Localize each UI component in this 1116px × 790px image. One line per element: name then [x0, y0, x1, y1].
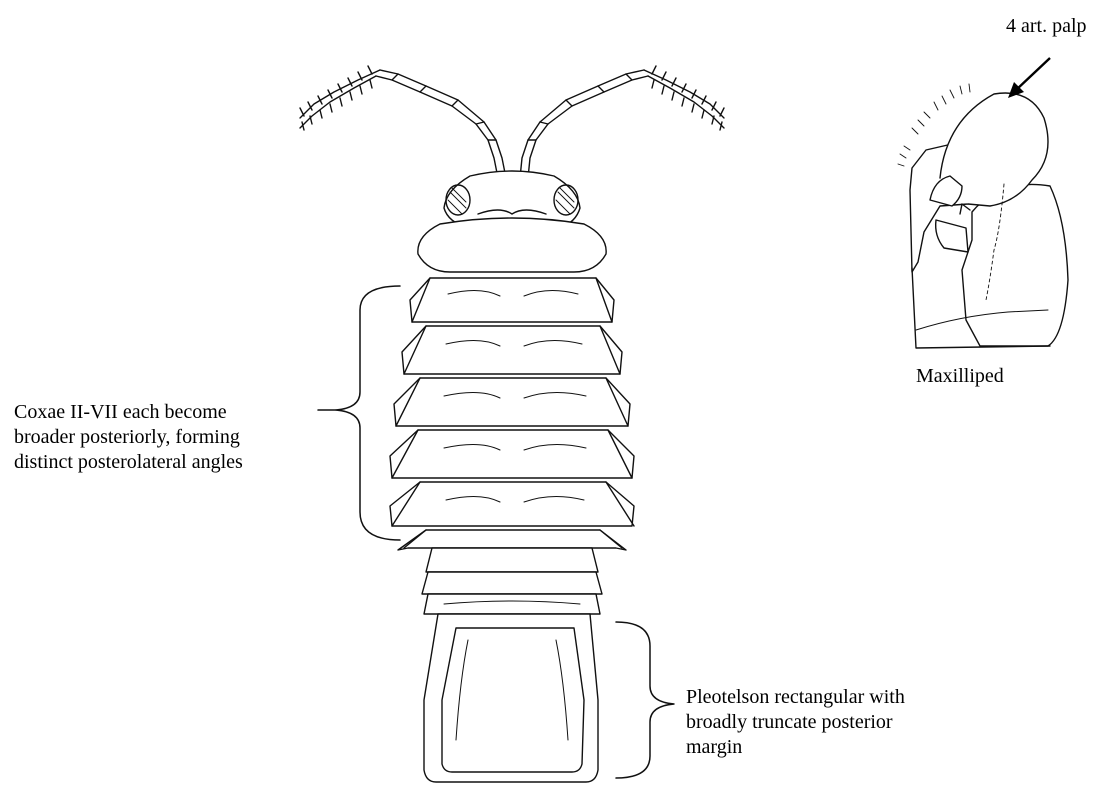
pleonites [422, 548, 602, 614]
maxilliped-label: Maxilliped [916, 364, 1004, 389]
pleotelson-annotation-line-1: Pleotelson rectangular with [686, 685, 905, 710]
palp-arrow [1008, 58, 1050, 98]
pleotelson-annotation-line-2: broadly truncate posterior [686, 710, 905, 735]
coxae-annotation-line-1: Coxae II-VII each become [14, 400, 243, 425]
coxae-annotation-line-3: distinct posterolateral angles [14, 450, 243, 475]
pleotelson [424, 614, 598, 782]
pleotelson-bracket [616, 622, 674, 778]
coxae-bracket [336, 286, 400, 540]
right-antenna [520, 66, 724, 178]
pereonites-2-7 [390, 278, 634, 550]
pereonite-1 [418, 218, 606, 272]
palp-label: 4 art. palp [1006, 14, 1087, 39]
coxae-annotation-line-2: broader posteriorly, forming [14, 425, 243, 450]
maxilliped-drawing [898, 84, 1068, 348]
pleotelson-annotation-line-3: margin [686, 735, 905, 760]
coxae-annotation: Coxae II-VII each become broader posteri… [14, 400, 243, 475]
left-antenna [300, 66, 506, 178]
pleotelson-annotation: Pleotelson rectangular with broadly trun… [686, 685, 905, 760]
